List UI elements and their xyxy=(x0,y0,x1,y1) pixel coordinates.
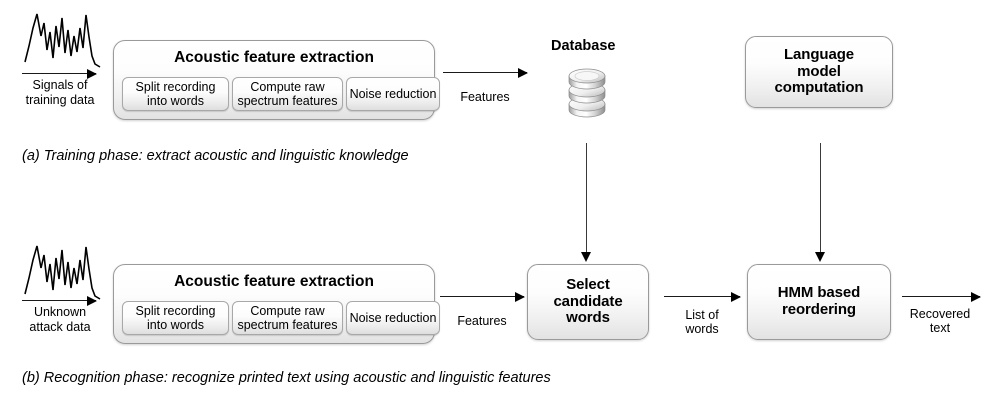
hmm-based-reordering-title: HMM based reordering xyxy=(777,284,861,318)
waveform-icon xyxy=(24,13,101,68)
recognition-input-arrow xyxy=(22,295,97,306)
caption-training-phase: (a) Training phase: extract acoustic and… xyxy=(22,148,409,164)
database-title: Database xyxy=(551,38,616,54)
recognition-input-label: Unknown attack data xyxy=(29,305,91,334)
acoustic-feature-extraction-box-training[interactable]: Acoustic feature extraction Split record… xyxy=(113,40,440,120)
select-candidate-words-box[interactable]: Select candidate words xyxy=(527,264,649,340)
step-split-recording-recognition[interactable]: Split recording into words xyxy=(122,301,229,335)
select-candidate-words-title: Select candidate words xyxy=(553,275,623,327)
database-to-select-arrow xyxy=(581,143,591,262)
language-model-computation-title: Language model computation xyxy=(774,45,864,97)
step-compute-raw-spectrum-recognition[interactable]: Compute raw spectrum features xyxy=(232,301,343,335)
caption-recognition-phase: (b) Recognition phase: recognize printed… xyxy=(22,370,551,386)
step-noise-reduction-training[interactable]: Noise reduction xyxy=(346,77,440,111)
training-features-label: Features xyxy=(460,90,510,104)
acoustic-feature-extraction-title-training: Acoustic feature extraction xyxy=(174,49,374,66)
recognition-features-arrow xyxy=(440,291,525,302)
list-of-words-arrow xyxy=(664,291,741,302)
acoustic-feature-extraction-title-recognition: Acoustic feature extraction xyxy=(174,273,374,290)
waveform-icon xyxy=(24,245,101,300)
step-split-recording-training[interactable]: Split recording into words xyxy=(122,77,229,111)
recognition-features-label: Features xyxy=(457,314,507,328)
recovered-text-arrow xyxy=(902,291,981,302)
recovered-text-label: Recovered text xyxy=(909,307,971,336)
acoustic-feature-extraction-box-recognition[interactable]: Acoustic feature extraction Split record… xyxy=(113,264,440,344)
language-model-to-hmm-arrow xyxy=(815,143,825,262)
training-input-label: Signals of training data xyxy=(25,78,95,107)
list-of-words-label: List of words xyxy=(685,308,719,337)
training-features-arrow xyxy=(443,67,528,78)
language-model-computation-box[interactable]: Language model computation xyxy=(745,36,893,108)
hmm-based-reordering-box[interactable]: HMM based reordering xyxy=(747,264,891,340)
step-compute-raw-spectrum-training[interactable]: Compute raw spectrum features xyxy=(232,77,343,111)
step-noise-reduction-recognition[interactable]: Noise reduction xyxy=(346,301,440,335)
database-cylinder-icon xyxy=(568,68,606,118)
training-input-arrow xyxy=(22,68,97,79)
